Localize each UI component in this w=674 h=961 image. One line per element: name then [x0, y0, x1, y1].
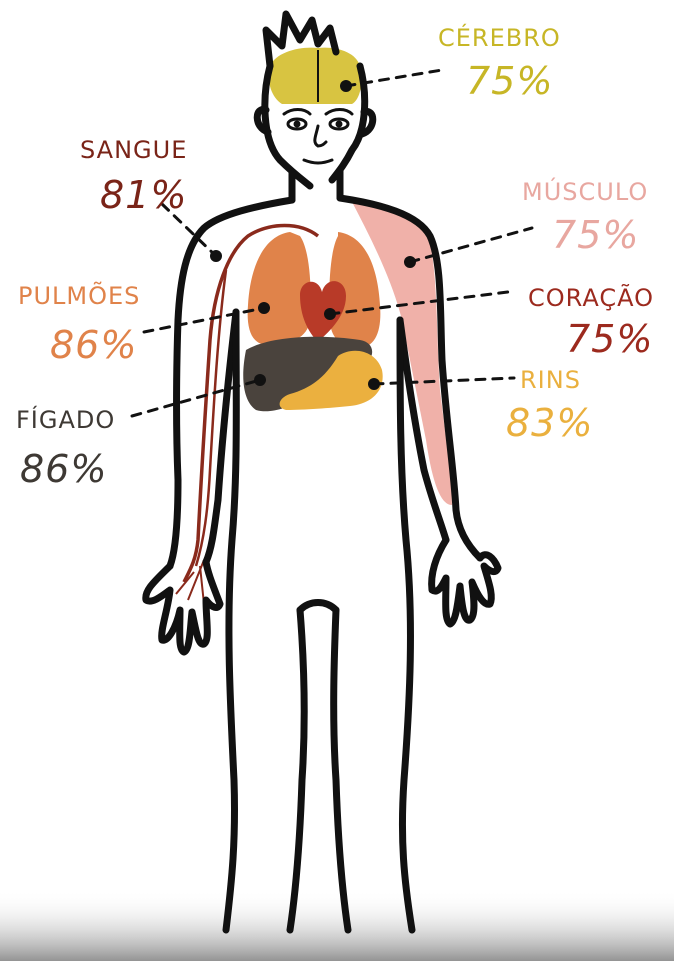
label-figado-name: FÍGADO [16, 408, 115, 432]
label-cerebro-name: CÉREBRO [438, 26, 561, 50]
label-figado-percent: 86% [20, 450, 107, 488]
label-rins-percent: 83% [506, 404, 593, 442]
dot-coracao [324, 308, 336, 320]
label-musculo-name: MÚSCULO [522, 180, 648, 204]
leader-line-pulmoes [144, 308, 264, 332]
floor-shadow [0, 890, 674, 961]
dot-pulmoes [258, 302, 270, 314]
label-sangue-percent: 81% [100, 176, 187, 214]
label-coracao-percent: 75% [566, 320, 653, 358]
label-pulmoes-name: PULMÕES [18, 284, 140, 308]
dot-musculo [404, 256, 416, 268]
label-coracao-name: CORAÇÃO [528, 286, 654, 310]
label-rins-name: RINS [520, 368, 581, 392]
label-cerebro-percent: 75% [466, 62, 553, 100]
label-musculo-percent: 75% [552, 216, 639, 254]
dot-figado [254, 374, 266, 386]
dot-cerebro [340, 80, 352, 92]
leader-line-figado [132, 380, 260, 416]
face [284, 110, 352, 164]
dot-sangue [210, 250, 222, 262]
left-lung-shape [248, 232, 311, 345]
label-pulmoes-percent: 86% [50, 326, 137, 364]
brain-shape [269, 48, 362, 104]
dot-rins [368, 378, 380, 390]
label-sangue-name: SANGUE [80, 138, 187, 162]
